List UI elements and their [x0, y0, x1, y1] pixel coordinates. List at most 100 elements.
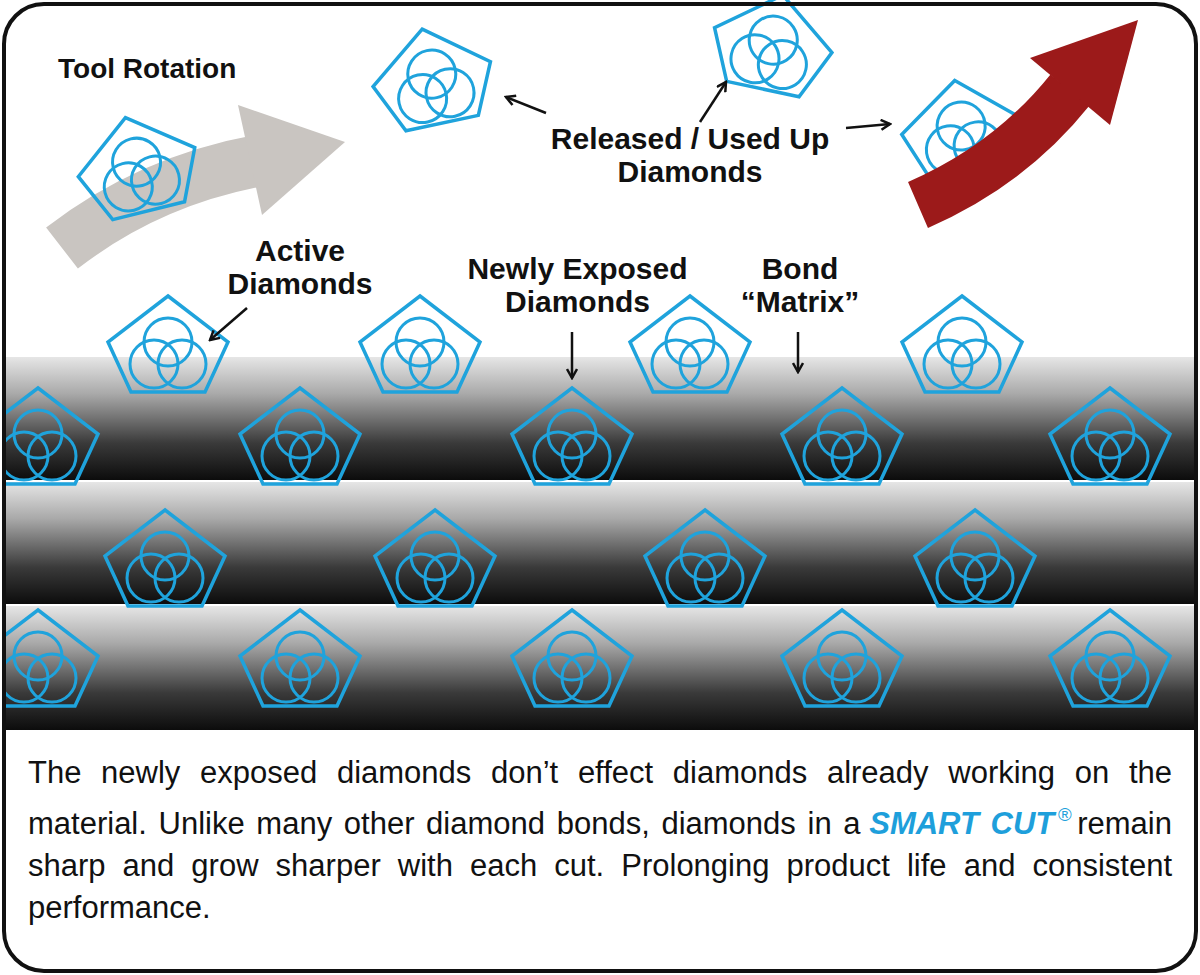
bond-band — [4, 606, 1196, 730]
diamond-grain — [67, 103, 207, 225]
diamond-grain — [782, 388, 902, 484]
diamond-facet — [394, 70, 451, 127]
diamond-facet — [1086, 632, 1134, 680]
diamond-facet — [382, 340, 430, 388]
diamond-facet — [107, 133, 165, 191]
diamond-grain — [375, 510, 495, 606]
leader-line — [846, 124, 890, 128]
diamond-outline — [4, 610, 98, 706]
diamond-facet — [28, 654, 76, 702]
leader-line — [506, 97, 546, 113]
diamond-group — [4, 296, 1170, 706]
diamond-facet — [403, 46, 460, 103]
diamond-facet — [952, 340, 1000, 388]
matrix-layers — [4, 296, 1196, 730]
diamond-outline — [512, 610, 632, 706]
diamond-facet — [680, 340, 728, 388]
diamond-grain — [902, 296, 1022, 392]
diamond-outline — [240, 388, 360, 484]
rotation-arrow-head — [238, 105, 345, 215]
active-label: Active Diamonds — [210, 234, 390, 300]
diamond-facet — [410, 340, 458, 388]
bond-band — [4, 357, 1196, 480]
diamond-grain — [363, 17, 500, 136]
diamond-outline — [902, 296, 1022, 392]
release-arrow — [918, 90, 1070, 205]
diamond-facet — [290, 432, 338, 480]
diamond-facet — [126, 151, 184, 209]
diamond-outline — [1050, 388, 1170, 484]
diamond-grain — [4, 388, 98, 484]
diamond-outline — [704, 0, 841, 102]
diamond-facet — [99, 158, 157, 216]
diamond-outline — [363, 17, 500, 136]
diamond-facet — [290, 654, 338, 702]
diamond-facet — [1072, 432, 1120, 480]
diamond-facet — [1100, 432, 1148, 480]
diamond-facet — [14, 410, 62, 458]
diamond-grain — [645, 510, 765, 606]
diamond-outline — [782, 388, 902, 484]
diamond-facet — [127, 554, 175, 602]
leader-line — [210, 308, 247, 340]
leader-lines — [210, 82, 890, 378]
diamond-grain — [512, 388, 632, 484]
diamond-outline — [360, 296, 480, 392]
brand-name: SMART CUT — [869, 806, 1054, 841]
diamond-grain — [915, 510, 1035, 606]
diamond-facet — [155, 554, 203, 602]
diamond-facet — [832, 432, 880, 480]
diamond-grain — [1050, 388, 1170, 484]
diamond-facet — [130, 340, 178, 388]
diamond-outline — [1050, 610, 1170, 706]
diamond-grain — [4, 610, 98, 706]
diamond-facet — [965, 554, 1013, 602]
diamond-grain — [1050, 610, 1170, 706]
diamond-facet — [745, 12, 802, 69]
leader-line — [797, 332, 800, 372]
diamond-facet — [262, 432, 310, 480]
diamond-facet — [818, 632, 866, 680]
leader-line — [700, 82, 726, 122]
rotation-label: Tool Rotation — [58, 52, 298, 85]
diamond-facet — [667, 554, 715, 602]
diamond-facet — [28, 432, 76, 480]
diamond-facet — [562, 654, 610, 702]
diamond-facet — [14, 632, 62, 680]
diamond-facet — [1072, 654, 1120, 702]
diamond-grain — [704, 0, 841, 102]
diamond-outline — [240, 610, 360, 706]
diamond-group — [67, 103, 207, 225]
registered-mark: ® — [1058, 804, 1072, 825]
diamond-facet — [262, 654, 310, 702]
diamond-outline — [915, 510, 1035, 606]
diamond-facet — [937, 554, 985, 602]
diamond-facet — [276, 632, 324, 680]
diamond-outline — [4, 388, 98, 484]
leader-line — [571, 332, 574, 378]
diamond-facet — [158, 340, 206, 388]
diamond-facet — [276, 410, 324, 458]
diamond-grain — [105, 510, 225, 606]
diamond-facet — [534, 654, 582, 702]
diamond-facet — [652, 340, 700, 388]
diamond-facet — [818, 410, 866, 458]
diamond-outline — [645, 510, 765, 606]
diamond-facet — [4, 432, 48, 480]
diamond-grain — [240, 610, 360, 706]
diamond-facet — [548, 410, 596, 458]
diamond-outline — [512, 388, 632, 484]
diamond-grain — [360, 296, 480, 392]
diamond-facet — [832, 654, 880, 702]
diamond-outline — [375, 510, 495, 606]
diamond-facet — [396, 318, 444, 366]
diamond-facet — [695, 554, 743, 602]
diamond-facet — [562, 432, 610, 480]
diamond-facet — [4, 654, 48, 702]
diamond-facet — [1086, 410, 1134, 458]
caption-paragraph: The newly exposed diamonds don’t effect … — [28, 752, 1172, 929]
diamond-facet — [951, 532, 999, 580]
released-label: Released / Used Up Diamonds — [540, 122, 840, 188]
diamond-facet — [397, 554, 445, 602]
diamond-facet — [804, 432, 852, 480]
